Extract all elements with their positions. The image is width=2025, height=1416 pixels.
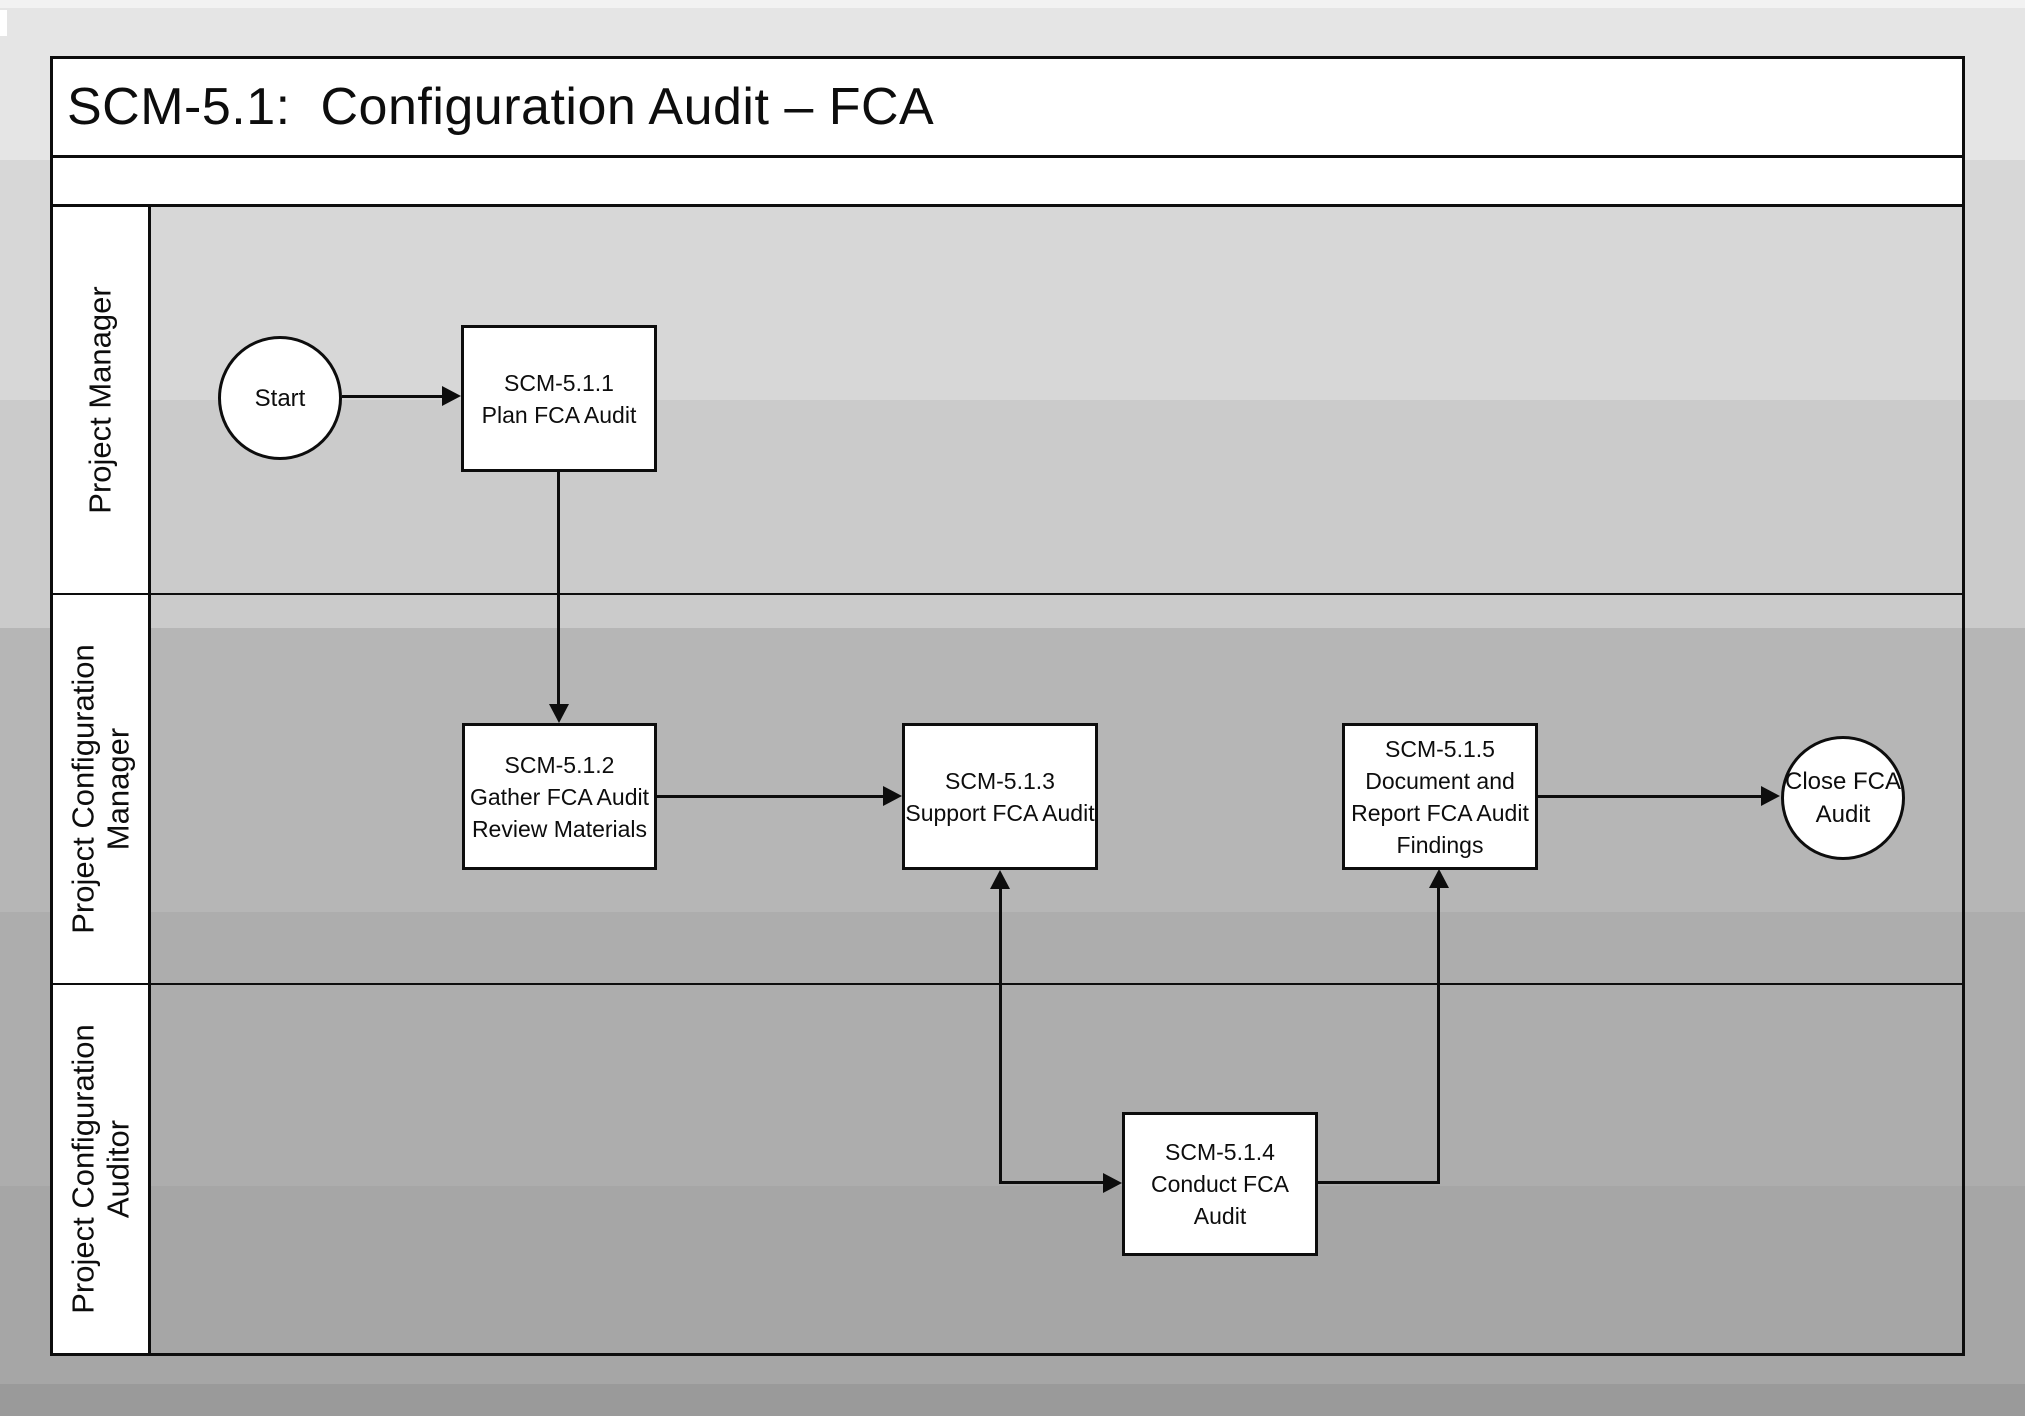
connector-support-conduct-horizontal [999,1181,1106,1184]
swimlane-project-configuration-auditor: Project Configuration Auditor [53,985,1962,1353]
arrowhead-right-icon [442,386,461,406]
lane-label-project-configuration-manager: Project Configuration Manager [64,644,135,934]
lane-label-project-configuration-auditor: Project Configuration Auditor [64,1024,135,1314]
diagram-title-bar: SCM-5.1: Configuration Audit – FCA [53,59,1962,158]
lane-label-cell-project-configuration-auditor: Project Configuration Auditor [53,985,151,1353]
node-label-line: Support FCA Audit [905,799,1095,826]
node-label-line: SCM-5.1.5 [1385,735,1495,762]
flow-node-gather-fca-audit-review-materials: SCM-5.1.2 Gather FCA Audit Review Materi… [462,723,657,870]
node-label-line: Close FCA [1784,768,1902,795]
swimlane-project-configuration-manager: Project Configuration Manager [53,595,1962,985]
node-label-line: Gather FCA Audit [470,783,649,810]
node-label-line: Report FCA Audit [1351,799,1529,826]
flow-node-plan-fca-audit: SCM-5.1.1 Plan FCA Audit [461,325,657,472]
node-label-line: Findings [1396,831,1484,858]
lane-label-project-manager: Project Manager [82,286,118,514]
arrowhead-right-icon [883,786,902,806]
node-label-line: Review Materials [471,815,648,842]
connector-gather-to-support [657,795,885,798]
flow-node-conduct-fca-audit: SCM-5.1.4 Conduct FCA Audit [1122,1112,1318,1256]
node-label-line: SCM-5.1.4 [1165,1139,1275,1165]
arrowhead-down-icon [549,704,569,723]
connector-conduct-document-horizontal [1318,1181,1440,1184]
connector-conduct-document-vertical [1437,888,1440,1184]
connector-support-conduct-vertical [999,888,1002,1184]
page-corner-notch [0,10,7,36]
swimlane-project-manager: Project Manager [53,207,1962,595]
flow-node-support-fca-audit: SCM-5.1.3 Support FCA Audit [902,723,1098,870]
connector-document-to-close [1538,795,1764,798]
arrowhead-up-icon [1429,869,1449,888]
lane-label-cell-project-manager: Project Manager [53,207,151,593]
diagram-title: SCM-5.1: Configuration Audit – FCA [67,78,935,136]
arrowhead-right-icon [1103,1173,1122,1193]
lane-body-project-manager [151,207,1962,593]
flow-node-start: Start [218,336,342,460]
lane-label-cell-project-configuration-manager: Project Configuration Manager [53,595,151,983]
node-label-line: Audit [1193,1203,1247,1229]
node-label-line: SCM-5.1.3 [945,767,1055,794]
node-label-line: Plan FCA Audit [481,401,637,428]
flow-node-document-report-fca-audit-findings: SCM-5.1.5 Document and Report FCA Audit … [1342,723,1538,870]
connector-start-to-plan [342,395,444,398]
arrowhead-right-icon [1761,786,1780,806]
node-label-line: Document and [1365,767,1515,794]
flow-node-close-fca-audit: Close FCA Audit [1781,736,1905,860]
lane-body-project-configuration-auditor [151,985,1962,1353]
connector-plan-to-gather [557,472,560,706]
node-label-line: Audit [1815,801,1871,828]
node-label-line: Start [254,384,306,412]
node-label-line: SCM-5.1.2 [504,751,615,778]
diagram-header-strip [53,158,1962,207]
node-label-line: SCM-5.1.1 [504,369,614,396]
arrowhead-up-icon [990,870,1010,889]
node-label-line: Conduct FCA [1150,1171,1290,1197]
swimlane-diagram-frame: SCM-5.1: Configuration Audit – FCA Proje… [50,56,1965,1356]
